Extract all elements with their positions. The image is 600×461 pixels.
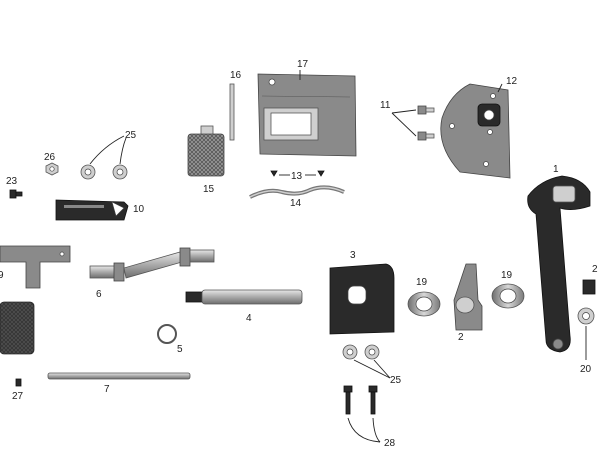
callout-19-right: 19 — [501, 270, 513, 281]
part-26-nut: 26 — [44, 152, 59, 176]
callout-3: 3 — [350, 250, 356, 261]
part-20-washer: 20 — [577, 307, 595, 375]
callout-5: 5 — [177, 344, 183, 355]
callout-23: 23 — [6, 176, 18, 187]
part-16-pin: 16 — [229, 70, 242, 141]
part-2-bracket: 2 — [453, 263, 483, 343]
part-3-block: 3 — [329, 250, 395, 335]
callout-17: 17 — [297, 59, 309, 70]
callout-14: 14 — [290, 198, 302, 209]
part-11-screws: 11 — [380, 100, 435, 141]
callout-16: 16 — [230, 70, 242, 81]
callout-2-edge: 2 — [592, 264, 598, 275]
callout-12: 12 — [506, 76, 518, 87]
part-12-cover-plate: 12 — [440, 76, 518, 179]
knurled-wheel-edge — [0, 301, 35, 355]
callout-6: 6 — [96, 289, 102, 300]
callout-10: 10 — [133, 204, 145, 215]
part-2-edge: 2 — [582, 264, 598, 295]
callout-28: 28 — [384, 438, 396, 449]
callout-25-upper: 25 — [125, 130, 137, 141]
part-13-screws: 13 — [270, 170, 325, 182]
part-1-connecting-arm: 1 — [527, 164, 591, 353]
callout-1: 1 — [553, 164, 559, 175]
callout-7: 7 — [104, 384, 110, 395]
part-15-knurled-knob: 15 — [187, 125, 225, 195]
part-4-shaft: 4 — [185, 289, 303, 324]
callout-4: 4 — [246, 313, 252, 324]
callout-15: 15 — [203, 184, 215, 195]
callout-9: 9 — [0, 270, 4, 281]
callout-19-left: 19 — [416, 277, 428, 288]
callout-11: 11 — [380, 100, 391, 111]
part-27-set-screw: 27 — [12, 378, 24, 402]
callout-26: 26 — [44, 152, 56, 163]
part-19-bushing-left: 19 — [407, 277, 441, 317]
part-10-slotted-plate: 10 — [55, 199, 145, 221]
part-19-bushing-right: 19 — [491, 270, 525, 309]
callout-25-lower: 25 — [390, 375, 402, 386]
part-14-spring-clip: 14 — [249, 185, 345, 209]
part-17-plate: 17 — [257, 59, 357, 157]
callout-20: 20 — [580, 364, 592, 375]
callout-13: 13 — [291, 171, 303, 182]
part-6-universal-joint: 6 — [89, 247, 215, 300]
part-5-snap-ring: 5 — [157, 324, 183, 355]
part-23-screw: 23 — [6, 176, 23, 199]
part-9-bracket: 9 — [0, 245, 71, 289]
callout-27: 27 — [12, 391, 24, 402]
part-28-bolts: 28 — [343, 385, 396, 449]
part-25-washers-upper: 25 — [80, 130, 137, 180]
part-7-rod: 7 — [47, 372, 191, 395]
callout-2: 2 — [458, 332, 464, 343]
part-25-washers-lower: 25 — [342, 344, 402, 386]
